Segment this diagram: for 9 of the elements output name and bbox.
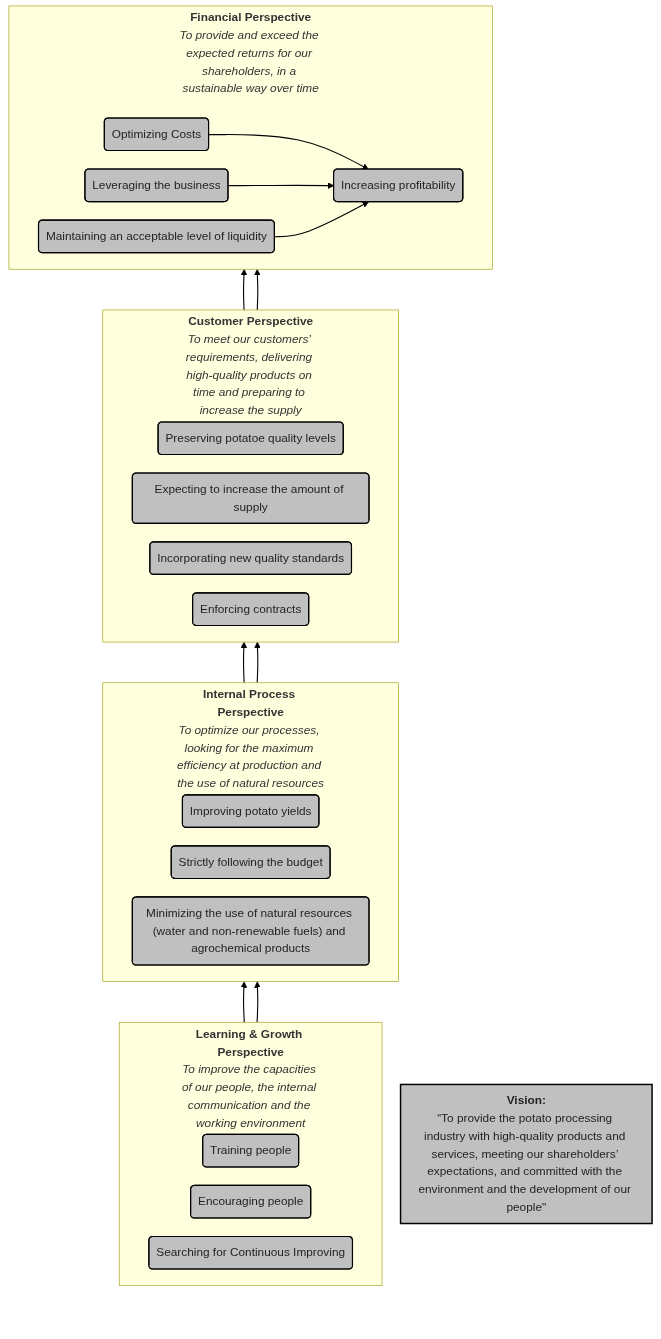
arrow [240,981,248,1023]
arrow [254,981,261,1023]
arrow [274,201,369,238]
node-box: Vision: “To provide the potato processing industry with high-quality products and services, meeting our shareholders’ expectations, and committed with the environment and the development of our people" [399,1083,653,1225]
arrow [240,268,248,311]
arrow [240,641,248,684]
arrow [254,641,261,684]
arrow [254,268,261,311]
arrow [208,134,369,170]
